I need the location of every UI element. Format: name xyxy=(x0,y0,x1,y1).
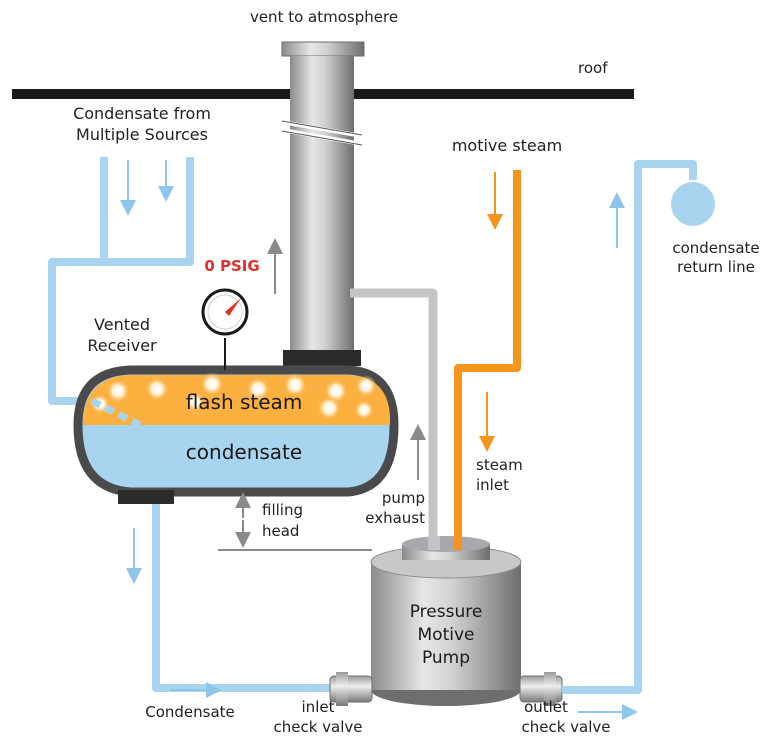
tank-outlet-flange xyxy=(118,490,174,504)
outlet-valve-label-1: outlet xyxy=(524,698,568,716)
vented-receiver-label-2: Receiver xyxy=(87,336,157,355)
vented-receiver-label-1: Vented xyxy=(94,315,150,334)
pump-label-2: Motive xyxy=(418,625,475,645)
vent-pipe xyxy=(290,56,354,356)
gauge-needle-icon xyxy=(225,298,241,316)
motive-steam-pipe xyxy=(454,170,521,550)
motive-steam-label: motive steam xyxy=(452,136,562,155)
pump-label-1: Pressure xyxy=(410,602,483,622)
return-line-end xyxy=(671,182,715,226)
pump-exhaust-pipe xyxy=(350,288,438,550)
inlet-valve-label-2: check valve xyxy=(273,718,362,736)
flash-steam-label: flash steam xyxy=(186,390,303,414)
vent-label: vent to atmosphere xyxy=(250,8,398,26)
gauge-reading-label: 0 PSIG xyxy=(204,257,259,275)
condensate-inlet-pipes xyxy=(48,157,194,405)
pressure-gauge xyxy=(201,288,249,370)
outlet-check-valve xyxy=(519,672,563,706)
receiver-outlet-pipe xyxy=(152,504,330,692)
condensate-flow-label: Condensate xyxy=(145,703,235,721)
condensate-return-label-2: return line xyxy=(677,258,755,276)
vent-pipe-cap xyxy=(281,41,365,57)
inlet-valve-label-1: inlet xyxy=(302,698,335,716)
pump-exhaust-label-2: exhaust xyxy=(365,509,425,527)
roof-label: roof xyxy=(578,59,608,77)
filling-head-label-2: head xyxy=(262,522,299,540)
filling-head-label-1: filling xyxy=(262,501,303,519)
pressure-motive-pump xyxy=(370,536,522,706)
vent-pipe-break xyxy=(281,120,363,146)
steam-inlet-label-1: steam xyxy=(476,456,523,474)
outlet-valve-label-2: check valve xyxy=(521,718,610,736)
vented-receiver-tank xyxy=(73,365,399,504)
condensate-sources-label-1: Condensate from xyxy=(73,104,211,123)
vent-pipe-break-edge xyxy=(281,120,363,146)
steam-inlet-label-2: inlet xyxy=(476,476,509,494)
condensate-return-pipe xyxy=(562,160,697,694)
pump-exhaust-label-1: pump xyxy=(382,489,425,507)
inlet-check-valve xyxy=(329,672,373,706)
vent-pipe-flange xyxy=(283,350,361,366)
condensate-sources-label-2: Multiple Sources xyxy=(76,125,208,144)
condensate-return-label-1: condensate xyxy=(672,239,759,257)
condensate-inflow-dashes xyxy=(90,397,142,429)
condensate-tank-label: condensate xyxy=(186,440,302,464)
roof-right xyxy=(354,89,634,99)
roof-left xyxy=(12,89,294,99)
pump-label-3: Pump xyxy=(422,648,470,668)
